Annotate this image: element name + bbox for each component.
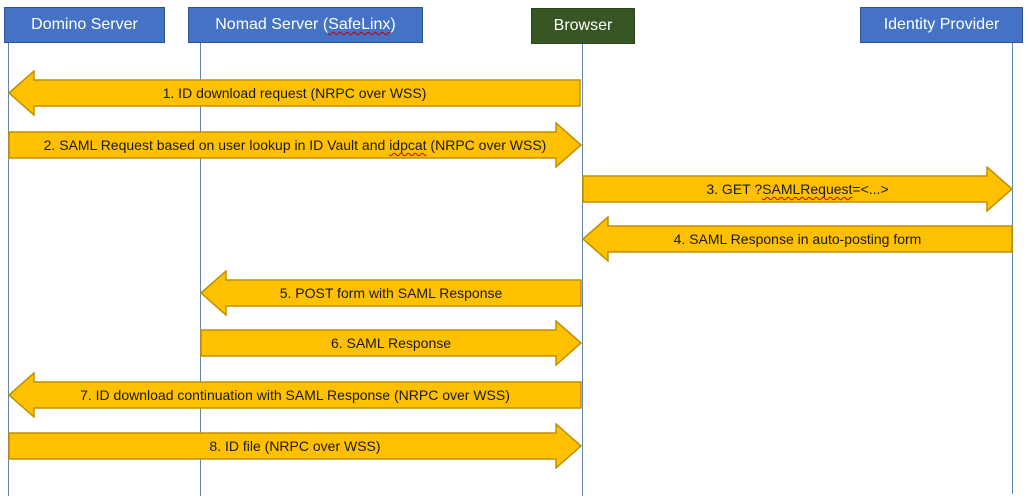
block-arrow-left-icon xyxy=(200,270,582,316)
message-label: 8. ID file (NRPC over WSS) xyxy=(8,423,582,469)
misspelled-word: SafeLinx xyxy=(328,16,391,33)
actor-label-prefix: Nomad Server ( xyxy=(215,16,329,33)
message-arrow-1: 1. ID download request (NRPC over WSS) xyxy=(8,70,581,116)
message-label: 3. GET ?SAMLRequest=<...> xyxy=(582,166,1013,212)
message-arrow-7: 7. ID download continuation with SAML Re… xyxy=(8,372,582,418)
block-arrow-left-icon xyxy=(582,216,1013,262)
actor-label: Browser xyxy=(553,17,613,34)
actor-domino-server: Domino Server xyxy=(4,7,165,43)
block-arrow-right-icon xyxy=(582,166,1013,212)
message-arrow-3: 3. GET ?SAMLRequest=<...> xyxy=(582,166,1013,212)
actor-label: Domino Server xyxy=(31,16,138,33)
message-arrow-6: 6. SAML Response xyxy=(200,320,582,366)
message-text-prefix: 2. SAML Request based on user lookup in … xyxy=(43,137,390,153)
message-text-prefix: 3. GET ? xyxy=(706,181,763,197)
message-arrow-5: 5. POST form with SAML Response xyxy=(200,270,582,316)
message-arrow-2: 2. SAML Request based on user lookup in … xyxy=(8,122,582,168)
message-arrow-4: 4. SAML Response in auto-posting form xyxy=(582,216,1013,262)
block-arrow-left-icon xyxy=(8,372,582,418)
actor-identity-provider: Identity Provider xyxy=(860,7,1023,43)
misspelled-word: SAMLRequest xyxy=(762,181,853,197)
block-arrow-left-icon xyxy=(8,70,581,116)
message-label: 1. ID download request (NRPC over WSS) xyxy=(8,70,581,116)
actor-label: Nomad Server (SafeLinx) xyxy=(215,16,396,34)
message-label: 4. SAML Response in auto-posting form xyxy=(582,216,1013,262)
lifeline-identity-provider xyxy=(1012,43,1014,494)
actor-browser: Browser xyxy=(531,8,635,44)
message-text-suffix: =<...> xyxy=(852,181,889,197)
actor-nomad-server: Nomad Server (SafeLinx) xyxy=(188,7,423,43)
block-arrow-right-icon xyxy=(200,320,582,366)
message-text: 7. ID download continuation with SAML Re… xyxy=(80,387,510,403)
actor-label-suffix: ) xyxy=(390,16,396,33)
block-arrow-right-icon xyxy=(8,122,582,168)
block-arrow-right-icon xyxy=(8,423,582,469)
lifeline-browser xyxy=(582,44,584,496)
message-text: 4. SAML Response in auto-posting form xyxy=(673,231,922,247)
message-text: 6. SAML Response xyxy=(330,335,452,351)
message-label: 7. ID download continuation with SAML Re… xyxy=(8,372,582,418)
lifeline-nomad-server xyxy=(200,43,202,496)
message-text: 3. GET ?SAMLRequest=<...> xyxy=(706,181,888,197)
message-label: 2. SAML Request based on user lookup in … xyxy=(8,122,582,168)
message-text: 1. ID download request (NRPC over WSS) xyxy=(162,85,427,101)
actor-label: Identity Provider xyxy=(883,16,1000,33)
misspelled-word: idpcat xyxy=(389,137,427,153)
message-label: 5. POST form with SAML Response xyxy=(200,270,582,316)
message-arrow-8: 8. ID file (NRPC over WSS) xyxy=(8,423,582,469)
lifeline-domino-server xyxy=(8,43,10,496)
message-text-suffix: (NRPC over WSS) xyxy=(426,137,547,153)
message-text: 5. POST form with SAML Response xyxy=(279,285,503,301)
message-text: 2. SAML Request based on user lookup in … xyxy=(44,137,547,153)
message-text: 8. ID file (NRPC over WSS) xyxy=(209,438,381,454)
message-label: 6. SAML Response xyxy=(200,320,582,366)
